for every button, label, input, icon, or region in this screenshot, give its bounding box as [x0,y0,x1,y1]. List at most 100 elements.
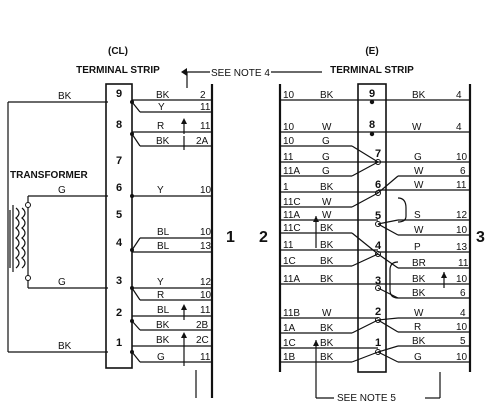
transformer-label: TRANSFORMER [10,170,89,181]
right-left-dest: 11B [283,308,300,319]
left-row-dest: 2B [196,320,209,331]
right-left-color: BK [320,223,334,234]
right-right-dest: 12 [456,210,468,221]
right-right-color: BK [412,90,426,101]
left-row-dest: 2A [196,136,209,147]
left-terminal-9: 9 [116,88,122,100]
left-row-dest: 11 [200,121,211,132]
right-strip-code: (E) [365,46,378,57]
right-terminal-3: 3 [375,275,381,287]
right-left-dest: 11C [283,197,301,208]
right-terminal-6: 6 [375,179,381,191]
right-right-color: BR [412,258,426,269]
outer-wire-color: BK [58,91,72,102]
right-terminal-2: 2 [375,306,381,318]
right-right-dest: 5 [460,336,466,347]
left-terminal-8: 8 [116,119,122,131]
right-right-color: W [414,180,424,191]
right-right-color: G [414,352,422,363]
left-row-dest: 2C [196,335,209,346]
left-row-dest: 10 [200,185,212,196]
right-right-dest: 10 [456,322,468,333]
right-right-dest: 10 [456,274,468,285]
right-terminal-8: 8 [369,119,375,131]
left-terminal-7: 7 [116,155,122,167]
left-strip-terminals: 9 8 7 6 5 4 3 2 1 [116,88,123,349]
right-left-dest: 1C [283,256,296,267]
right-right-dest: 10 [456,152,468,163]
right-strip-left-rows: 10 BK 10 W 10 G 11 G 11A G 1 BK 11C W 11… [280,90,379,372]
right-right-dest: 13 [456,242,468,253]
right-left-dest: 1B [283,352,296,363]
transformer: TRANSFORMER [9,170,89,288]
right-left-color: BK [320,323,334,334]
left-terminal-6: 6 [116,182,122,194]
right-right-color: W [412,122,422,133]
right-right-dest: 11 [456,180,467,191]
right-right-color: BK [412,288,426,299]
right-left-dest: 10 [283,136,295,147]
left-strip-rows: BK 2 Y 11 R 11 BK 2A Y 10 BL 10 BL 13 Y [131,90,212,366]
right-right-color: BK [412,274,426,285]
right-right-color: W [414,225,424,236]
right-right-dest: 4 [460,308,466,319]
right-left-dest: 11A [283,210,300,221]
right-terminal-1: 1 [375,337,381,349]
left-outer-wires: BK G G BK [7,91,108,353]
left-terminal-3: 3 [116,275,122,287]
right-right-color: S [414,210,421,221]
right-right-color: G [414,152,422,163]
section-number-1: 1 [226,229,235,246]
left-terminal-2: 2 [116,307,122,319]
outer-wire-color: G [58,277,66,288]
left-row-dest: 2 [200,90,206,101]
right-right-color: W [414,166,424,177]
left-row-dest: 10 [200,290,212,301]
left-row-dest: 10 [200,227,212,238]
right-left-color: BK [320,182,334,193]
right-left-color: BK [320,256,334,267]
right-right-color: R [414,322,421,333]
right-right-color: BK [412,336,426,347]
right-left-color: BK [320,274,334,285]
right-strip-title: TERMINAL STRIP [330,65,414,76]
right-left-dest: 11 [283,152,294,163]
right-terminal-7: 7 [375,148,381,160]
left-row-color: BK [156,136,170,147]
right-strip-right-rows: BK 4 W 4 G 10 W 6 W 11 S 12 W 10 P 13 [372,90,470,363]
left-row-dest: 11 [200,305,211,316]
right-right-dest: 11 [458,258,469,269]
left-row-dest: 13 [200,241,212,252]
left-row-color: Y [157,185,164,196]
left-strip-code: (CL) [108,46,128,57]
right-left-color: BK [320,90,334,101]
left-row-color: BK [156,335,170,346]
left-terminal-strip [105,83,133,369]
left-row-color: Y [158,102,165,113]
right-left-color: W [322,197,332,208]
left-row-dest: 11 [200,352,211,363]
right-terminal-5: 5 [375,210,381,222]
right-left-color: BK [320,338,334,349]
right-left-dest: 1A [283,323,296,334]
transformer-coil-left [15,207,20,269]
right-left-color: G [322,152,330,163]
right-left-dest: 11C [283,223,301,234]
note-4-text: SEE NOTE 4 [211,68,270,79]
left-row-color: BL [157,227,170,238]
note-5-text: SEE NOTE 5 [337,393,396,404]
left-row-color: BL [157,241,170,252]
left-strip-title: TERMINAL STRIP [76,65,160,76]
right-left-color: BK [320,240,334,251]
left-row-color: BL [157,305,170,316]
left-terminal-4: 4 [116,237,123,249]
right-left-dest: 11A [283,166,300,177]
right-left-color: G [322,166,330,177]
transformer-coil-right [21,207,26,269]
left-row-color: Y [157,277,164,288]
right-left-dest: 1 [283,182,289,193]
right-left-dest: 11 [283,240,294,251]
right-right-dest: 6 [460,166,466,177]
right-right-dest: 4 [456,90,462,101]
